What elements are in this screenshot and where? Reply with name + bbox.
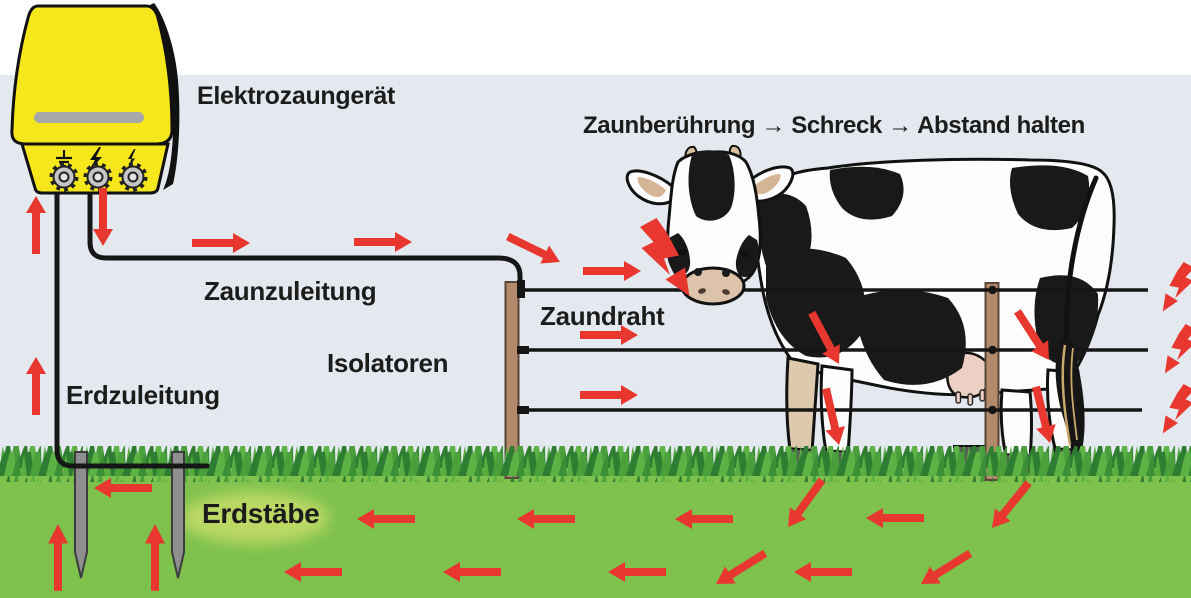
label-reaction-chain: Zaunberührung → Schreck → Abstand halten [583, 112, 1085, 139]
label-fence-wire: Zaundraht [540, 301, 665, 331]
terminal-knobs [49, 162, 148, 192]
test-terminal-icon [127, 149, 136, 170]
cow-head [625, 144, 795, 291]
cow-right-eye [739, 250, 751, 258]
earth-rods-label-glow [181, 492, 329, 544]
fence-terminal-icon [88, 147, 102, 172]
label-energizer: Elektrozaungerät [197, 82, 396, 110]
cow-tail [1055, 175, 1099, 458]
label-earth-rods: Erdstäbe [202, 498, 320, 529]
fence-lead-wire [87, 187, 523, 291]
cow-front-far-leg [785, 356, 820, 454]
earth-lead-wire [54, 187, 210, 469]
label-fence-lead: Zaunzuleitung [204, 276, 377, 306]
label-insulators: Isolatoren [327, 348, 449, 378]
label-earth-lead: Erdzuleitung [66, 380, 220, 410]
device-display-slot [34, 112, 144, 123]
earth-rods [74, 451, 185, 579]
cow-left-eye [676, 248, 688, 256]
cow-muzzle [680, 266, 746, 306]
energizer-device [10, 3, 180, 195]
